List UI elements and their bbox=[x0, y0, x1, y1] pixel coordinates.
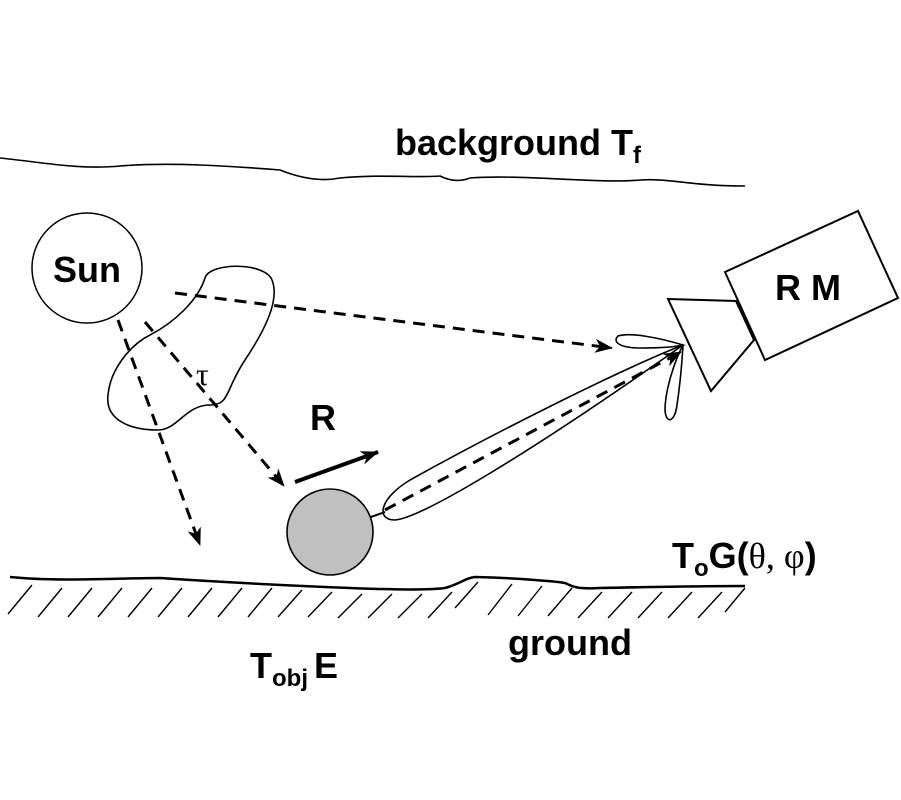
background-line bbox=[0, 157, 746, 187]
object-sphere bbox=[286, 488, 374, 576]
ground-label: ground bbox=[508, 622, 632, 663]
sun-label: Sun bbox=[53, 249, 121, 290]
ground-line bbox=[9, 575, 746, 591]
background-label: background Tf bbox=[395, 122, 642, 169]
tau-label: τ bbox=[196, 356, 209, 392]
object-emission-ray bbox=[384, 350, 682, 512]
sun-ray-to-radiometer bbox=[174, 291, 613, 353]
radiometer-box bbox=[723, 209, 900, 362]
radiometer-horn bbox=[666, 297, 756, 393]
sun-ray-to-object bbox=[143, 321, 286, 487]
r-vector-arrow bbox=[294, 450, 379, 484]
antenna-side-lobe-upper bbox=[615, 333, 686, 349]
radiometer-label: R M bbox=[775, 267, 841, 308]
sun-circle bbox=[31, 212, 143, 324]
antenna-side-lobe-lower bbox=[664, 344, 684, 421]
ground-hatching bbox=[7, 581, 746, 619]
cloud-shape bbox=[107, 265, 275, 431]
antenna-temperature-gain-label: ToG(θ, φ) bbox=[672, 535, 817, 582]
r-vector-label: R bbox=[310, 397, 336, 438]
sun-ray-to-ground bbox=[116, 319, 202, 546]
antenna-main-lobe bbox=[382, 344, 684, 521]
